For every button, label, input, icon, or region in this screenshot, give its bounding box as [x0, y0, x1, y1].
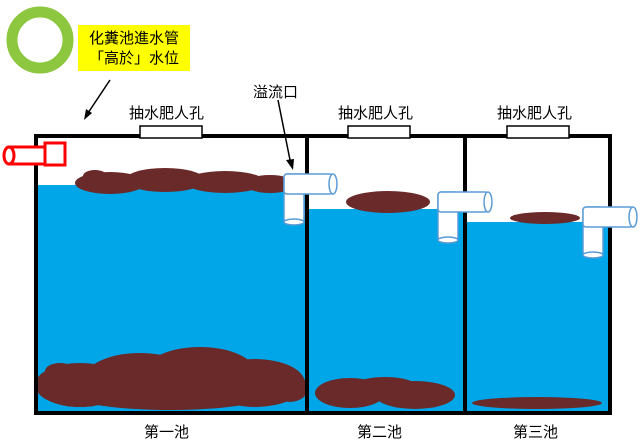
- manhole-label-3: 抽水肥人孔: [497, 104, 573, 122]
- manhole-tank-3: [506, 125, 570, 139]
- inlet-note: 化糞池進水管 「高於」水位: [78, 25, 190, 71]
- manhole-label-2: 抽水肥人孔: [338, 104, 414, 122]
- manhole-tank-2: [347, 125, 411, 139]
- note-arrow-head: [84, 109, 92, 120]
- tank-label-1: 第一池: [144, 423, 190, 441]
- sludge-tank-2: [315, 377, 455, 409]
- scum-tank-2: [346, 191, 430, 213]
- inlet-pipe: [2, 141, 67, 167]
- overflow-pipe-2: [437, 191, 493, 244]
- scum-tank-1: [75, 168, 295, 194]
- tank-outline: [34, 134, 612, 415]
- green-ring-icon: [6, 6, 74, 74]
- overflow-label: 溢流口: [253, 83, 299, 101]
- overflow-arrow-head: [286, 159, 294, 170]
- sludge-tank-3: [472, 397, 602, 409]
- inlet-note-line-1: 化糞池進水管: [88, 29, 179, 47]
- sludge-tank-1: [35, 347, 308, 410]
- manhole-tank-1: [139, 125, 203, 139]
- tank-label-3: 第三池: [513, 423, 559, 441]
- note-arrow: [85, 79, 111, 117]
- overflow-pipe-3: [582, 206, 638, 259]
- tank-label-2: 第二池: [357, 423, 403, 441]
- inlet-note-line-2: 「高於」水位: [88, 49, 179, 67]
- overflow-arrow: [277, 99, 292, 166]
- manhole-label-1: 抽水肥人孔: [129, 104, 205, 122]
- overflow-pipe-1: [283, 173, 338, 226]
- scum-tank-3: [510, 212, 580, 224]
